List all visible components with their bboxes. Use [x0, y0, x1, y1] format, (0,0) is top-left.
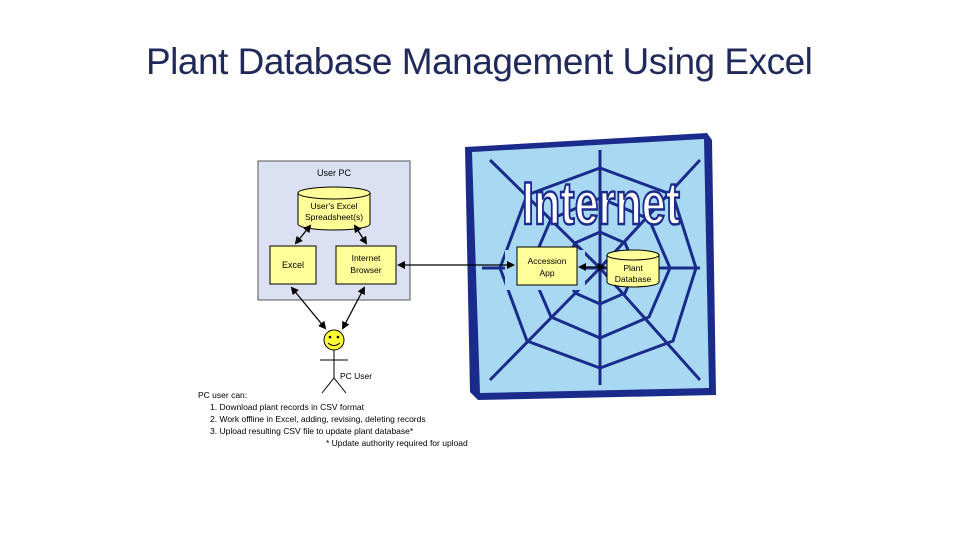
internet-word: Internet: [522, 170, 680, 237]
user-pc-label: User PC: [317, 168, 352, 178]
notes-item: 3. Upload resulting CSV file to update p…: [210, 426, 414, 436]
arrow-excel-user: [290, 286, 327, 330]
spreadsheet-label-2: Spreadsheet(s): [305, 212, 363, 222]
spreadsheet-label-1: User's Excel: [311, 201, 358, 211]
plant-db-label-1: Plant: [623, 263, 643, 273]
excel-label: Excel: [282, 260, 304, 270]
browser-label-1: Internet: [352, 253, 381, 263]
accession-label-2: App: [539, 268, 554, 278]
arrow-browser-user: [342, 286, 365, 330]
notes-block: PC user can: 1. Download plant records i…: [198, 389, 468, 449]
notes-item: 2. Work offline in Excel, adding, revisi…: [210, 414, 426, 424]
arrow-spreadsheet-browser: [353, 224, 368, 245]
notes-heading: PC user can:: [198, 390, 248, 400]
browser-label-2: Browser: [350, 265, 381, 275]
pc-user-figure: [320, 329, 348, 394]
spreadsheet-cylinder: [297, 186, 371, 231]
browser-box: [335, 245, 397, 285]
smiley-face-icon: [323, 329, 345, 351]
accession-app-box: [516, 246, 578, 286]
pc-user-label: PC User: [340, 371, 372, 381]
notes-item: 1. Download plant records in CSV format: [210, 402, 365, 412]
accession-label-1: Accession: [528, 256, 567, 266]
plant-db-label-2: Database: [615, 274, 652, 284]
arrow-spreadsheet-excel: [294, 224, 312, 245]
notes-footnote: * Update authority required for upload: [326, 438, 468, 448]
plant-database-cylinder: [606, 249, 660, 288]
page-title: Plant Database Management Using Excel: [146, 41, 813, 82]
excel-box: [269, 245, 317, 285]
